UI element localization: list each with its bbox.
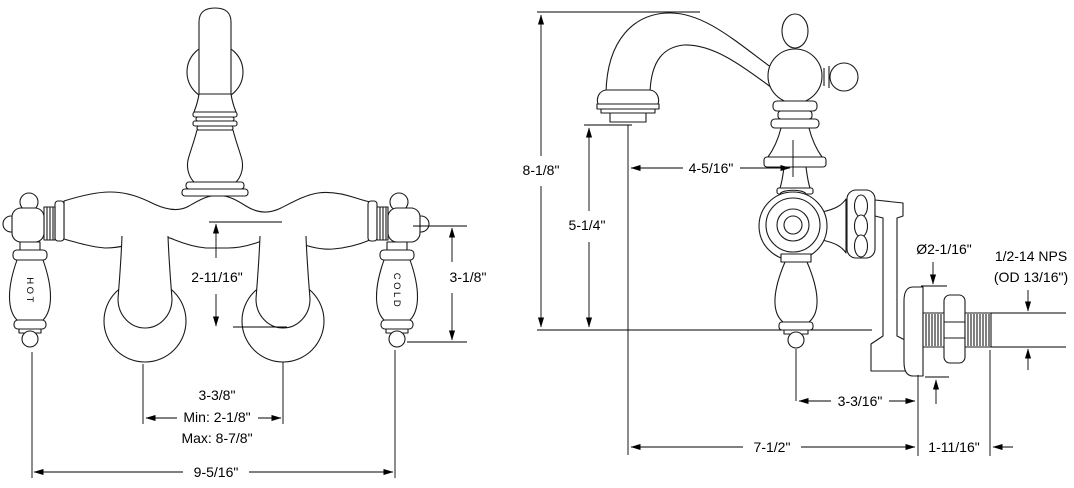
front-view: HOT COLD [2, 7, 487, 480]
dim-handle-length-label: 3-1/8" [450, 269, 487, 285]
hot-label: HOT [24, 277, 35, 305]
spout-tube [198, 7, 232, 97]
spout-outlet-bell [596, 89, 660, 105]
side-handle [774, 253, 818, 349]
spout-column [186, 129, 244, 183]
dim-handle-to-wall-label: 3-3/16" [838, 393, 883, 409]
cold-label: COLD [391, 273, 402, 309]
dim-tube-spread-label: 3-3/8" [199, 387, 236, 403]
cold-bottom-ball [388, 330, 406, 348]
cold-valve-body [387, 207, 421, 243]
body-column [767, 127, 823, 158]
spout-arc-outer [605, 12, 773, 94]
dim-thread-line1-label: 1/2-14 NPS [995, 248, 1067, 264]
dim-nipple-length-label: 1-11/16" [928, 439, 979, 455]
dim-tube-spread-max-label: Max: 8-7/8" [181, 430, 252, 446]
cold-union-ring [367, 200, 378, 242]
dim-overall-height-label: 8-1/8" [523, 162, 560, 178]
lock-nut [943, 294, 966, 364]
spout-outlet [609, 112, 647, 123]
side-handle-ball [787, 331, 805, 349]
finial [781, 13, 809, 49]
dim-overall-width-label: 9-5/16" [194, 464, 239, 480]
spout-arc-inner [649, 44, 773, 94]
hot-valve-body [11, 207, 45, 243]
wall-bracket [870, 199, 910, 372]
hot-handle-assembly: HOT [2, 192, 65, 348]
side-dimensions: 8-1/8" 5-1/4" 4-5/16" Ø2-1/16" 1/2-14 NP… [523, 14, 1068, 456]
spout-ball-head [767, 48, 823, 104]
side-handle-grip [774, 261, 818, 323]
hot-union-ring [54, 200, 65, 242]
front-dimensions: 2-11/16" 3-1/8" 3-3/8" Min: 2-1/8" Max: … [31, 221, 487, 480]
cold-handle-assembly: COLD [367, 192, 430, 348]
right-supply-tube [255, 235, 311, 329]
hot-bottom-ball [21, 330, 39, 348]
side-view: 8-1/8" 5-1/4" 4-5/16" Ø2-1/16" 1/2-14 NP… [523, 11, 1068, 456]
valve-body-circle [758, 191, 828, 261]
front-spout [181, 7, 249, 197]
dim-spout-reach-center-label: 4-5/16" [689, 160, 734, 176]
left-supply-tube [117, 235, 173, 329]
dim-center-to-handle-label: 2-11/16" [191, 269, 242, 285]
union-arm [821, 198, 847, 254]
dim-tube-spread-min-label: Min: 2-1/8" [183, 409, 250, 425]
dim-flange-diameter-label: Ø2-1/16" [916, 241, 972, 257]
dim-thread-line2-label: (OD 13/16") [994, 269, 1068, 285]
dim-spout-to-wall-label: 7-1/2" [754, 439, 791, 455]
wall-flange [903, 286, 924, 377]
nipple-thread-outer [964, 312, 992, 348]
spout-set-knob [829, 62, 859, 92]
faucet-body-outline [63, 191, 371, 250]
dim-spout-outlet-height-label: 5-1/4" [569, 217, 606, 233]
